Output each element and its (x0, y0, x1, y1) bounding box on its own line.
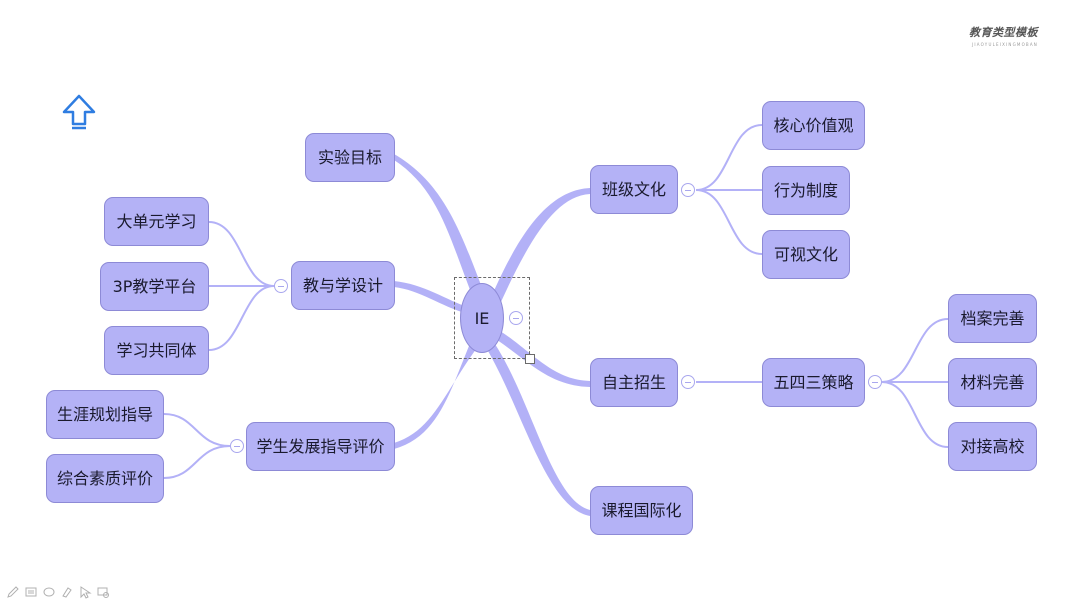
collapse-toggle-xuesheng[interactable] (230, 439, 244, 453)
node-zizhu-zhaosheng[interactable]: 自主招生 (590, 358, 678, 407)
laser-icon[interactable] (96, 585, 110, 599)
trunk-xuesheng (394, 334, 486, 449)
conn-duijie (881, 381, 949, 448)
node-3p-pingtai[interactable]: 3P教学平台 (100, 262, 209, 311)
node-label: 学习共同体 (116, 340, 197, 360)
eraser-icon[interactable] (42, 585, 56, 599)
node-label: 学生发展指导评价 (256, 436, 385, 456)
node-label: 教与学设计 (302, 275, 383, 295)
conn-zonghe (163, 445, 231, 479)
trunk-kecheng (480, 334, 590, 516)
node-label: 材料完善 (960, 372, 1025, 392)
node-label: 综合素质评价 (56, 468, 153, 488)
node-label: 生涯规划指导 (56, 404, 153, 424)
node-shiyan-mubiao[interactable]: 实验目标 (305, 133, 395, 182)
highlighter-icon[interactable] (60, 585, 74, 599)
pointer-icon[interactable] (78, 585, 92, 599)
node-label: 对接高校 (960, 436, 1025, 456)
conn-shengya (163, 413, 231, 447)
node-hexin-jiazhiguan[interactable]: 核心价值观 (762, 101, 865, 150)
root-node[interactable]: IE (460, 283, 504, 353)
node-cailiao-wanshan[interactable]: 材料完善 (948, 358, 1037, 407)
conn-hexin (695, 124, 763, 191)
node-kecheng-guojihua[interactable]: 课程国际化 (590, 486, 693, 535)
node-xingwei-zhidu[interactable]: 行为制度 (762, 166, 850, 215)
selection-box (454, 277, 530, 359)
screen-icon[interactable] (24, 585, 38, 599)
node-label: 班级文化 (601, 179, 666, 199)
brand-subtitle: JIAOYULEIXINGMOBAN (972, 42, 1038, 47)
conn-dangan (881, 318, 949, 383)
brand-logo: 教育类型模板 JIAOYULEIXINGMOBAN (969, 24, 1038, 47)
node-label: 行为制度 (773, 180, 838, 200)
node-label: 课程国际化 (601, 500, 682, 520)
node-daanyuan-xuexi[interactable]: 大单元学习 (104, 197, 209, 246)
trunk-shiyan (394, 154, 486, 300)
node-duijie-gaoxiao[interactable]: 对接高校 (948, 422, 1037, 471)
root-label: IE (474, 308, 490, 328)
node-banji-wenhua[interactable]: 班级文化 (590, 165, 678, 214)
node-xuexi-gongtongti[interactable]: 学习共同体 (104, 326, 209, 375)
node-dangan-wanshan[interactable]: 档案完善 (948, 294, 1037, 343)
node-label: 可视文化 (773, 244, 838, 264)
node-label: 自主招生 (601, 372, 666, 392)
node-shengya-guihua[interactable]: 生涯规划指导 (46, 390, 164, 439)
collapse-toggle-jiaoyu[interactable] (274, 279, 288, 293)
pen-icon[interactable] (6, 585, 20, 599)
collapse-toggle-zizhu[interactable] (681, 375, 695, 389)
node-label: 3P教学平台 (112, 276, 197, 296)
collapse-toggle-banji[interactable] (681, 183, 695, 197)
collapse-toggle-wusisan[interactable] (868, 375, 882, 389)
conn-xuexi (208, 285, 275, 351)
resize-handle[interactable] (525, 354, 535, 364)
node-jiaoyu-sheji[interactable]: 教与学设计 (291, 261, 395, 310)
conn-keshi (695, 189, 763, 255)
trunk-zizhu (488, 326, 590, 387)
node-keshi-wenhua[interactable]: 可视文化 (762, 230, 850, 279)
presentation-toolbar (6, 585, 110, 599)
up-arrow-icon[interactable] (60, 94, 98, 134)
node-label: 五四三策略 (773, 372, 854, 392)
trunk-banji (490, 188, 590, 304)
node-wusisan-celue[interactable]: 五四三策略 (762, 358, 865, 407)
collapse-toggle-root[interactable] (509, 311, 523, 325)
trunk-jiaoyu (394, 281, 470, 314)
node-xuesheng-fazhan[interactable]: 学生发展指导评价 (246, 422, 395, 471)
brand-title: 教育类型模板 (969, 26, 1038, 39)
node-zonghe-suzhi[interactable]: 综合素质评价 (46, 454, 164, 503)
node-label: 核心价值观 (773, 115, 854, 135)
conn-daanyuan (208, 221, 275, 287)
node-label: 大单元学习 (116, 211, 197, 231)
node-label: 实验目标 (317, 147, 382, 167)
node-label: 档案完善 (960, 308, 1025, 328)
